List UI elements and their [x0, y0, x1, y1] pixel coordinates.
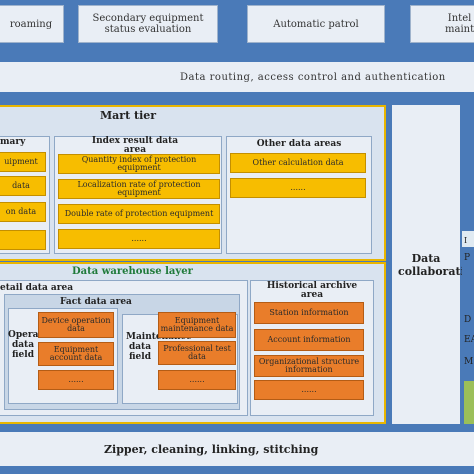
historical-item-2: Account information	[254, 329, 364, 351]
historical-item-4: ......	[254, 380, 364, 400]
maintenance-item-3: ......	[158, 370, 236, 390]
index-item-4: ......	[58, 229, 220, 249]
index-item-2: Localization rate of protection equipmen…	[58, 179, 220, 199]
historical-item-3: Organizational structure information	[254, 355, 364, 377]
maintenance-item-1: Equipment maintenance data	[158, 312, 236, 338]
fact-data-title: Fact data area	[60, 297, 132, 307]
other-item-1: Other calculation data	[230, 153, 366, 173]
operation-item-1: Device operation data	[38, 312, 114, 338]
summary-item-1: uipment	[0, 152, 46, 172]
top-card-automatic-patrol: Automatic patrol	[247, 5, 385, 43]
data-collaboration-label: Data collaboration	[398, 251, 474, 278]
right-edge-fragment-5: M	[464, 357, 474, 367]
index-item-3: Double rate of protection equipment	[58, 204, 220, 224]
right-edge-fragment-1: I	[464, 236, 468, 245]
operation-field-label: Operation data field	[8, 330, 59, 360]
maintenance-field-label: Maintenance data field	[126, 332, 192, 362]
other-item-2: ......	[230, 178, 366, 198]
historical-archive-title: Historical archive area	[266, 281, 358, 300]
right-edge-fragment-3: D	[464, 315, 472, 325]
index-result-title: Index result data area	[91, 136, 179, 155]
summary-panel-title: mary	[0, 137, 26, 147]
right-edge-strip-lime	[464, 381, 474, 424]
routing-label: Data routing, access control and authent…	[180, 71, 446, 83]
top-card-intelligent-maintenance: Intel maint	[410, 5, 474, 43]
right-edge-strip-green	[462, 231, 474, 247]
mart-tier-title: Mart tier	[100, 109, 157, 122]
operation-item-2: Equipment account data	[38, 342, 114, 366]
top-card-roaming: roaming	[0, 5, 64, 43]
summary-item-2: data	[0, 176, 46, 196]
operation-item-3: ......	[38, 370, 114, 390]
summary-item-3: on data	[0, 202, 46, 222]
other-data-title: Other data areas	[256, 139, 342, 149]
summary-item-4	[0, 230, 46, 250]
maintenance-item-2: Professional test data	[158, 341, 236, 365]
top-card-secondary-equipment: Secondary equipment status evaluation	[78, 5, 218, 43]
routing-bar: Data routing, access control and authent…	[0, 62, 474, 92]
bottom-bar: Zipper, cleaning, linking, stitching	[0, 432, 474, 466]
right-edge-fragment-2: P	[464, 253, 471, 263]
warehouse-title: Data warehouse layer	[72, 266, 193, 277]
index-item-1: Quantity index of protection equipment	[58, 154, 220, 174]
bottom-label: Zipper, cleaning, linking, stitching	[104, 442, 319, 456]
right-edge-column: I P D EA M	[462, 105, 474, 424]
right-edge-fragment-4: EA	[464, 335, 474, 345]
detail-data-title: etail data area	[0, 283, 74, 293]
historical-item-1: Station information	[254, 302, 364, 324]
data-collaboration-panel: Data collaboration	[392, 105, 474, 424]
